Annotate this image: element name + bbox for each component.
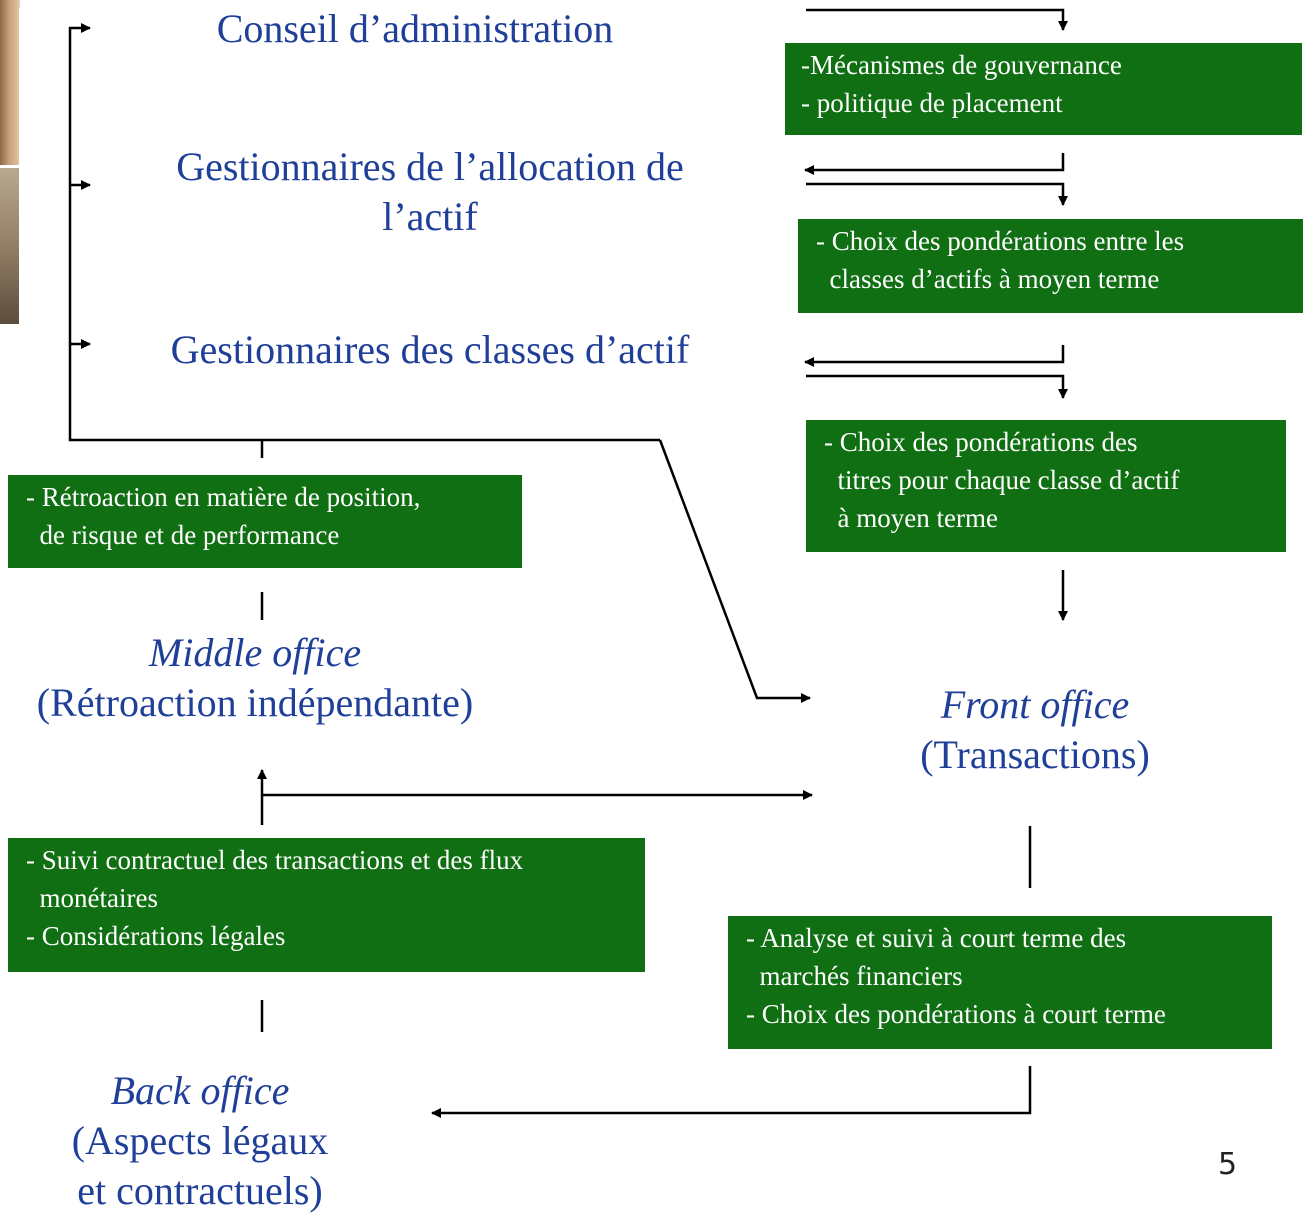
box-retroaction: - Rétroaction en matière de position, de… xyxy=(8,475,522,568)
title-classes-actif: Gestionnaires des classes d’actif xyxy=(170,327,690,372)
title-back-office: Back office (Aspects légaux et contractu… xyxy=(71,1068,329,1213)
person-photo-icon xyxy=(0,0,19,165)
arrow-into-ponderations-titres xyxy=(806,374,1068,399)
box-analyse-court-terme: - Analyse et suivi à court terme des mar… xyxy=(728,916,1272,1049)
title-middle-office: Middle office (Rétroaction indépendante) xyxy=(36,630,474,725)
box-suivi-contractuel: - Suivi contractuel des transactions et … xyxy=(8,838,645,972)
title-front-office: Front office (Transactions) xyxy=(920,682,1150,777)
person-photo-icon xyxy=(0,168,19,324)
title-allocation-actif: Gestionnaires de l’allocation de l’actif xyxy=(176,144,684,239)
page-number: 5 xyxy=(1218,1147,1238,1182)
box-ponderations-titres: - Choix des pondérations des titres pour… xyxy=(806,420,1286,552)
arrow-into-ponderations-classes xyxy=(806,182,1068,206)
feedback-loop-line xyxy=(68,23,660,442)
arrow-to-back-office xyxy=(431,1066,1032,1118)
box-ponderations-classes: - Choix des pondérations entre les class… xyxy=(798,219,1303,313)
arrow-into-gouvernance xyxy=(806,8,1068,31)
box-gouvernance: -Mécanismes de gouvernance - politique d… xyxy=(785,43,1302,135)
arrow-to-front-office xyxy=(658,439,811,703)
title-conseil-administration: Conseil d’administration xyxy=(216,6,614,51)
return-to-classes xyxy=(804,345,1065,367)
return-to-allocation xyxy=(804,153,1065,175)
